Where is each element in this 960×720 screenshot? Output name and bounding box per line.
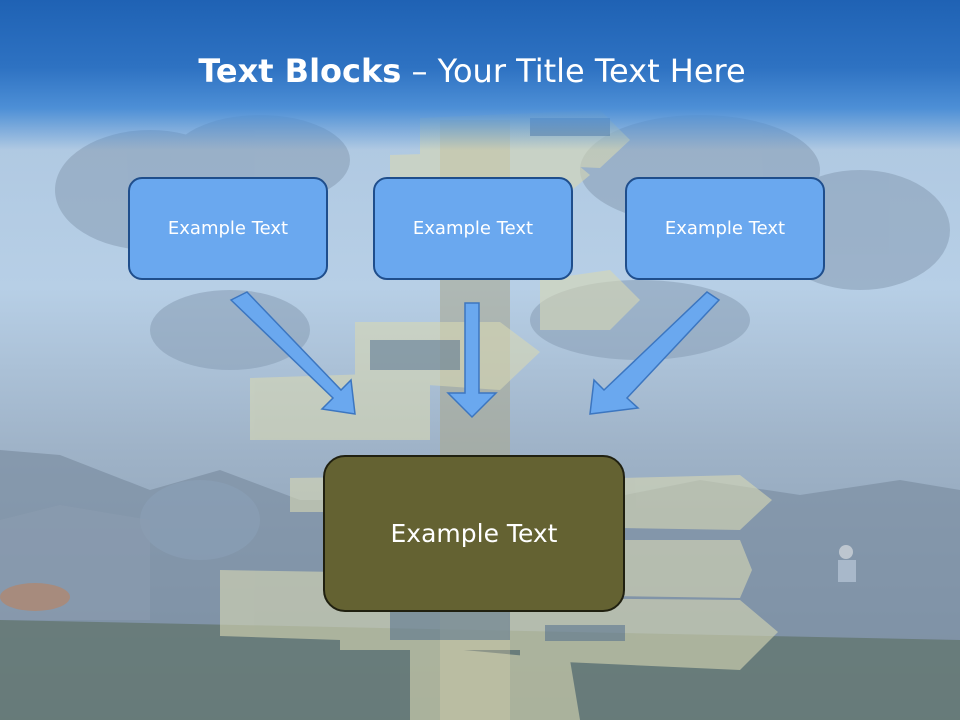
slide-title: Text Blocks – Your Title Text Here bbox=[0, 52, 944, 90]
text-block-right-label: Example Text bbox=[664, 218, 786, 239]
text-block-left[interactable]: Example Text bbox=[128, 177, 328, 280]
text-block-right[interactable]: Example Text bbox=[625, 177, 825, 280]
orange-objects bbox=[0, 583, 70, 611]
title-band bbox=[0, 0, 960, 150]
center-text-block-label: Example Text bbox=[390, 519, 558, 548]
text-block-middle[interactable]: Example Text bbox=[373, 177, 573, 280]
text-block-middle-label: Example Text bbox=[412, 218, 534, 239]
distant-person bbox=[838, 545, 856, 582]
text-block-left-label: Example Text bbox=[167, 218, 289, 239]
center-text-block[interactable]: Example Text bbox=[323, 455, 625, 612]
title-rest-part: – Your Title Text Here bbox=[401, 52, 746, 90]
title-bold-part: Text Blocks bbox=[198, 52, 402, 90]
